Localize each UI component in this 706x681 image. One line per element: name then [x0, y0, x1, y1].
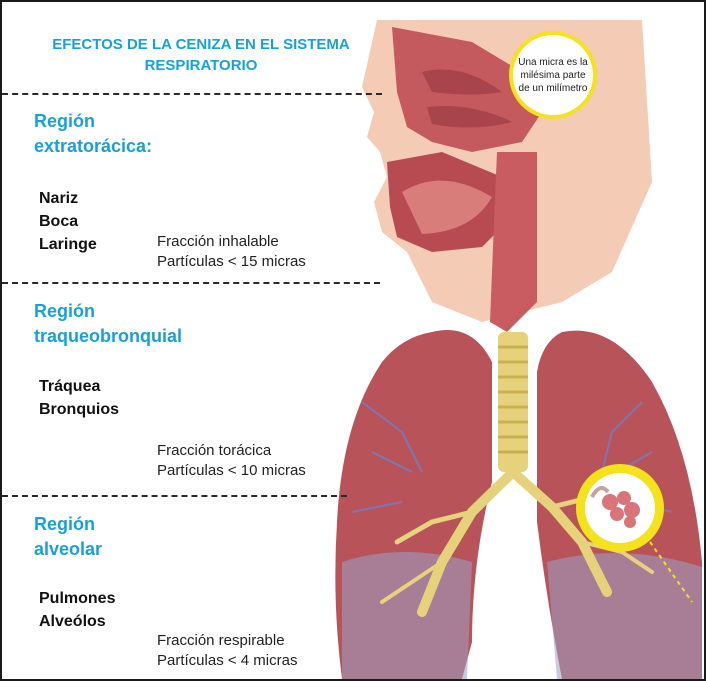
- divider-top: [2, 93, 382, 95]
- region-alveolar-fraction: Fracción respirable Partículas < 4 micra…: [157, 631, 297, 671]
- pharynx: [490, 152, 537, 332]
- organ-alveolos: Alveólos: [39, 610, 115, 633]
- divider-extrathoracic: [2, 282, 380, 284]
- title-line-1: EFECTOS DE LA CENIZA EN EL SISTEMA: [16, 34, 386, 55]
- organ-nariz: Nariz: [39, 187, 97, 210]
- organ-traquea: Tráquea: [39, 375, 119, 398]
- micron-callout-text: Una micra es la milésima parte de un mil…: [515, 56, 591, 95]
- organ-pulmones: Pulmones: [39, 587, 115, 610]
- micron-callout: Una micra es la milésima parte de un mil…: [509, 31, 597, 119]
- region-tracheobronchial-title: Región traqueobronquial: [34, 299, 182, 349]
- region-tracheobronchial-organs: Tráquea Bronquios: [39, 375, 119, 421]
- organ-boca: Boca: [39, 210, 97, 233]
- title-line-2: RESPIRATORIO: [16, 55, 386, 76]
- region-tracheobronchial-fraction: Fracción torácica Partículas < 10 micras: [157, 441, 306, 481]
- region-extrathoracic-fraction: Fracción inhalable Partículas < 15 micra…: [157, 232, 306, 272]
- diagram-title: EFECTOS DE LA CENIZA EN EL SISTEMA RESPI…: [16, 34, 386, 76]
- region-extrathoracic-title: Región extratorácica:: [34, 109, 152, 159]
- left-lung-lower: [342, 552, 472, 679]
- region-extrathoracic-organs: Nariz Boca Laringe: [39, 187, 97, 256]
- organ-laringe: Laringe: [39, 233, 97, 256]
- region-alveolar-title: Región alveolar: [34, 512, 102, 562]
- divider-tracheobronchial: [2, 495, 347, 497]
- organ-bronquios: Bronquios: [39, 398, 119, 421]
- right-lung-lower: [547, 553, 702, 679]
- region-alveolar-organs: Pulmones Alveólos: [39, 587, 115, 633]
